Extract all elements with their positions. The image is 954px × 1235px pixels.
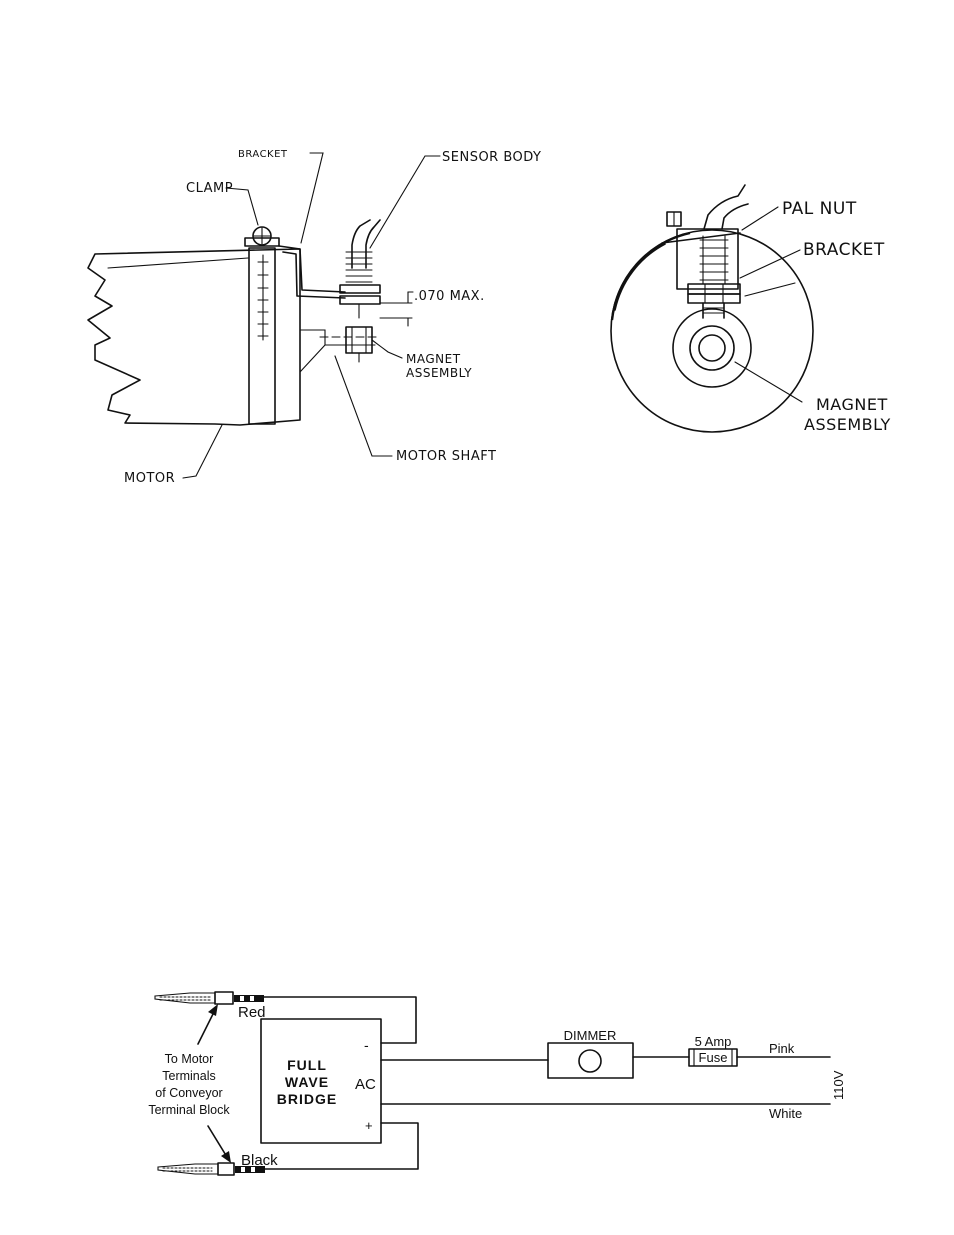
note-line3: of Conveyor	[155, 1086, 222, 1100]
clamp-band-inner	[615, 244, 665, 310]
end-bracket-leader-2	[745, 283, 795, 296]
sensor-body-leader	[370, 156, 440, 248]
magnet-assembly-leader	[372, 340, 402, 358]
motor-end-cap	[300, 330, 325, 372]
clamp-band-edge	[612, 233, 690, 320]
end-magnet-label-line2: ASSEMBLY	[804, 415, 891, 434]
black-wire	[265, 1123, 418, 1169]
bridge-ac-terminal: AC	[355, 1076, 376, 1093]
clamp-band-ticks	[258, 255, 268, 340]
bridge-plus-terminal: +	[365, 1118, 373, 1133]
motor-shaft	[320, 337, 380, 345]
motor-shaft-label: MOTOR SHAFT	[396, 449, 496, 464]
motor-top-edge	[108, 258, 248, 268]
red-wire	[264, 997, 416, 1043]
red-alligator-clip	[155, 992, 264, 1004]
bracket-leader	[301, 153, 323, 243]
motor-leader	[183, 425, 222, 478]
note-line1: To Motor	[165, 1052, 214, 1066]
magnet-assembly-label-line2: ASSEMBLY	[406, 366, 472, 380]
end-view-diagram: PAL NUT BRACKET MAGNET ASSEMBLY	[611, 185, 891, 434]
side-view-diagram: BRACKET CLAMP SENSOR BODY .070 MAX. MAGN…	[88, 149, 542, 486]
pal-nut-leader	[742, 207, 778, 230]
black-label: Black	[241, 1152, 278, 1169]
gap-label: .070 MAX.	[414, 289, 485, 304]
clamp-screw	[245, 227, 279, 246]
white-label: White	[769, 1106, 802, 1121]
end-magnet-label-line1: MAGNET	[816, 395, 888, 414]
motor-label: MOTOR	[124, 471, 175, 486]
end-sensor-body	[677, 185, 748, 318]
magnet-assembly-label-line1: MAGNET	[406, 352, 461, 366]
fuse-label: Fuse	[699, 1050, 728, 1065]
voltage-label: 110V	[831, 1070, 846, 1100]
clamp-label: CLAMP	[186, 181, 233, 196]
pal-nut-body	[667, 212, 681, 226]
motor-shaft-leader	[335, 356, 392, 456]
bridge-minus-terminal: -	[364, 1037, 369, 1053]
wiring-diagram: Red Black FULL WAVE BRIDGE - AC + To Mot…	[148, 992, 846, 1175]
gap-dimension	[380, 292, 413, 326]
bracket-label: BRACKET	[238, 149, 288, 160]
pal-nut-label: PAL NUT	[782, 199, 857, 219]
end-bracket-label: BRACKET	[803, 240, 885, 260]
sensor-body	[340, 220, 380, 318]
bridge-label-line3: BRIDGE	[277, 1091, 337, 1107]
end-magnet-leader	[735, 362, 802, 402]
sensor-body-label: SENSOR BODY	[442, 150, 542, 165]
note-line2: Terminals	[162, 1069, 216, 1083]
magnet-assembly-end	[673, 309, 751, 387]
note-line4: Terminal Block	[148, 1103, 230, 1117]
bridge-label-line2: WAVE	[285, 1074, 329, 1090]
note-arrow-up	[198, 1004, 218, 1044]
end-bracket-leader	[740, 250, 800, 278]
pink-label: Pink	[769, 1041, 795, 1056]
dimmer-label: DIMMER	[564, 1028, 617, 1043]
bridge-label-line1: FULL	[287, 1057, 327, 1073]
fuse-rating-label: 5 Amp	[695, 1034, 732, 1049]
dimmer-knob-icon	[579, 1050, 601, 1072]
red-label: Red	[238, 1004, 266, 1021]
note-arrow-down	[208, 1126, 231, 1163]
